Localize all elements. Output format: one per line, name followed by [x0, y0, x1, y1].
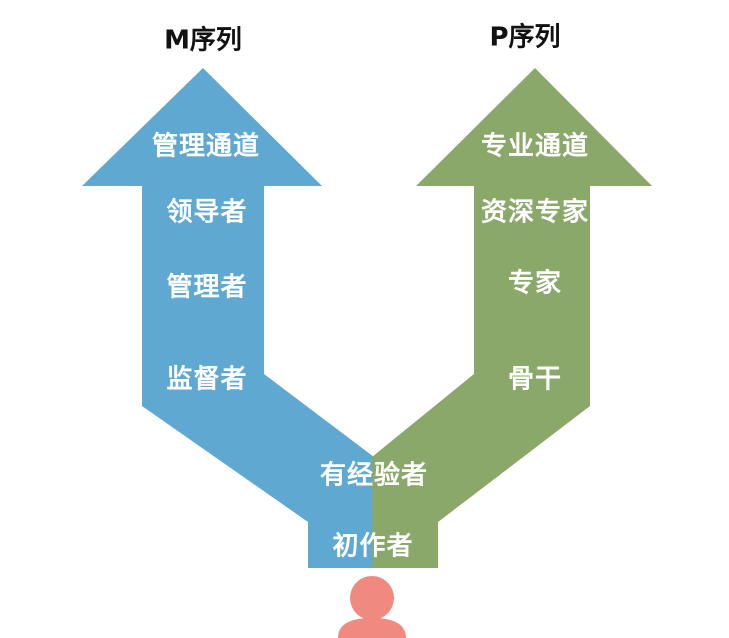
- m-series-channel-label: 管理通道: [151, 131, 261, 162]
- p-level-senior-expert: 资深专家: [480, 197, 590, 228]
- p-series-title: P序列: [489, 22, 561, 53]
- m-series-title: M序列: [164, 25, 242, 56]
- m-level-manager: 管理者: [166, 272, 248, 303]
- p-level-backbone: 骨干: [507, 364, 563, 395]
- shared-level-experienced: 有经验者: [319, 460, 429, 491]
- m-level-supervisor: 监督者: [166, 364, 248, 395]
- p-series-channel-label: 专业通道: [480, 131, 590, 162]
- person-icon: [338, 576, 406, 638]
- shared-level-beginner: 初作者: [332, 531, 414, 562]
- m-level-leader: 领导者: [166, 197, 248, 228]
- p-level-expert: 专家: [507, 268, 563, 299]
- p-series-arrow: [372, 68, 652, 568]
- m-series-arrow: [82, 68, 374, 568]
